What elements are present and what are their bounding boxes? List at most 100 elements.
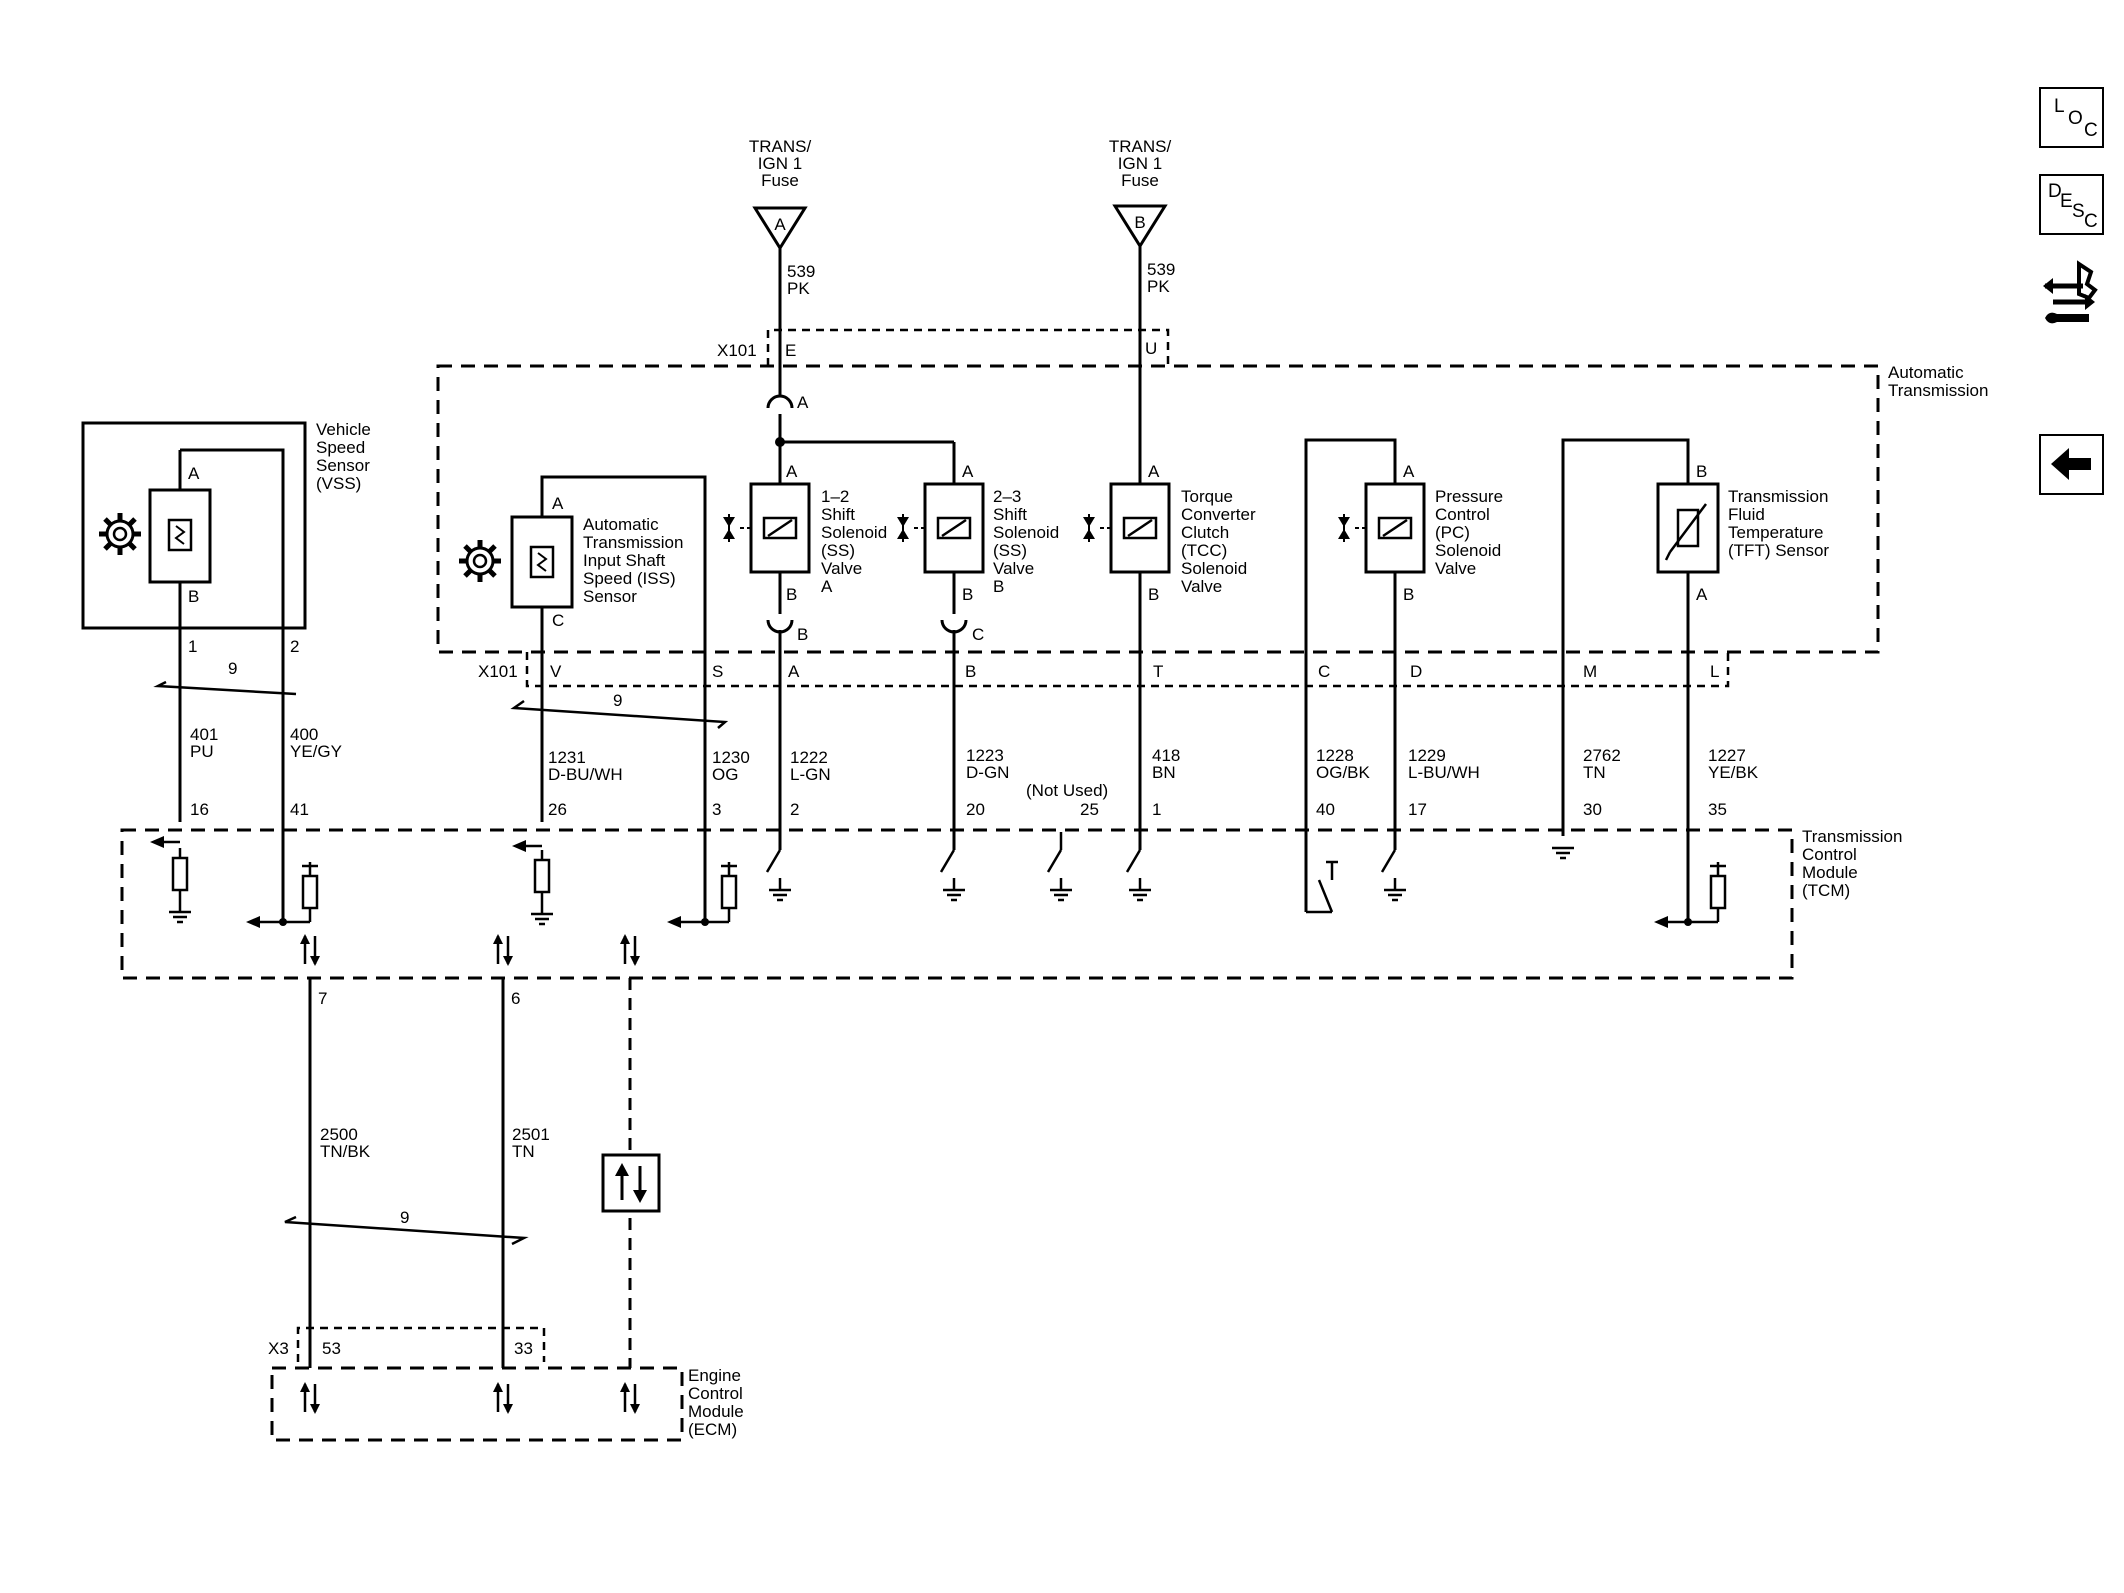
connector-pinout-button[interactable] (2039, 254, 2104, 324)
wire-notused-pin: 25 (1080, 800, 1099, 819)
tft-label-1: Transmission (1728, 487, 1828, 506)
tcm-label-1: Transmission (1802, 827, 1902, 846)
wire-1223-circuit: 1223 (966, 746, 1004, 765)
tcm-arrowheads (150, 836, 1668, 928)
tcc-label-3: Clutch (1181, 523, 1229, 542)
pc-pin-a: A (1403, 462, 1415, 481)
tcc-pin-a: A (1148, 462, 1160, 481)
desc-letter-s: S (2072, 201, 2085, 222)
wire-1223-pin: 20 (966, 800, 985, 819)
pc-pin-b: B (1403, 585, 1414, 604)
ss12-label-3: Solenoid (821, 523, 887, 542)
x101-pin-d: D (1410, 662, 1422, 681)
wire-2762-pin: 30 (1583, 800, 1602, 819)
ss12-label-2: Shift (821, 505, 855, 524)
location-button[interactable]: L O C (2039, 87, 2104, 148)
wire-400-circuit: 400 (290, 725, 318, 744)
vss-label-3: Sensor (316, 456, 370, 475)
wire-1231-pin: 26 (548, 800, 567, 819)
data-wires (308, 978, 632, 1368)
x101-pin-b: B (965, 662, 976, 681)
splice-dot (775, 437, 785, 447)
ss23-label-3: Solenoid (993, 523, 1059, 542)
iss-label-4: Speed (ISS) (583, 569, 676, 588)
input-shaft-speed-sensor: A C Automatic Transmission Input Shaft S… (459, 475, 707, 652)
desc-letter-d: D (2048, 181, 2062, 202)
description-button[interactable]: D E S C (2039, 174, 2104, 235)
x101-pin-v: V (550, 662, 562, 681)
ss23-label-5: Valve (993, 559, 1034, 578)
vss-label-2: Speed (316, 438, 365, 457)
pc-label-1: Pressure (1435, 487, 1503, 506)
tcm-boundary (120, 828, 1794, 980)
ss12-label-4: (SS) (821, 541, 855, 560)
vss-label-4: (VSS) (316, 474, 361, 493)
loc-letter-o: O (2068, 108, 2083, 129)
connector-pinout-icon (2043, 260, 2098, 324)
pc-label-2: Control (1435, 505, 1490, 524)
iss-pin-c: C (552, 611, 564, 630)
ecm-label-3: Module (688, 1402, 744, 1421)
loc-letter-l: L (2054, 96, 2065, 117)
wire-2500-circuit: 2500 (320, 1125, 358, 1144)
serial-data-icon (491, 1380, 515, 1416)
twist-label-vss: 9 (228, 659, 237, 678)
tft-label-3: Temperature (1728, 523, 1823, 542)
vss-pin-2: 2 (290, 637, 299, 656)
ss23-label-4: (SS) (993, 541, 1027, 560)
fluid-temperature-sensor: B A Transmission Fluid Temperature (TFT)… (1561, 438, 1829, 652)
wire-1231-circuit: 1231 (548, 748, 586, 767)
wire-418-pin: 1 (1152, 800, 1161, 819)
tcm-pin-6: 6 (511, 989, 520, 1008)
vss-pin-1: 1 (188, 637, 197, 656)
iss-label-5: Sensor (583, 587, 637, 606)
wire-2762-circuit: 2762 (1583, 746, 1621, 765)
x101-bottom-label: X101 (478, 662, 518, 681)
serial-data-icon (491, 932, 515, 968)
wire-418-circuit: 418 (1152, 746, 1180, 765)
fuse-b-line3: Fuse (1121, 171, 1159, 190)
vss-label-1: Vehicle (316, 420, 371, 439)
fuse-a-line3: Fuse (761, 171, 799, 190)
iss-label-3: Input Shaft (583, 551, 666, 570)
ss12-label-6: A (821, 577, 833, 596)
loc-letter-c: C (2084, 120, 2098, 141)
x101-top-label: X101 (717, 341, 757, 360)
fuse-a-circuit: 539 (787, 262, 815, 281)
tcm-internal-circuits (163, 832, 1727, 926)
serial-data-icon (298, 1380, 322, 1416)
wire-notused-label: (Not Used) (1026, 781, 1108, 800)
x101-pin-t: T (1153, 662, 1163, 681)
back-button[interactable] (2039, 434, 2104, 495)
ss12-pin-a: A (786, 462, 798, 481)
iss-label-1: Automatic (583, 515, 659, 534)
pc-label-5: Valve (1435, 559, 1476, 578)
ss12-label-5: Valve (821, 559, 862, 578)
tft-label-2: Fluid (1728, 505, 1765, 524)
tft-pin-b: B (1696, 462, 1707, 481)
x101-pin-c: C (1318, 662, 1330, 681)
wire-1222-circuit: 1222 (790, 748, 828, 767)
connector-x101-bottom: X101 V S A B T C D M L (478, 652, 1730, 688)
wire-401-color: PU (190, 742, 214, 761)
tft-pin-a: A (1696, 585, 1708, 604)
ss23-label-6: B (993, 577, 1004, 596)
x3-label: X3 (268, 1339, 289, 1358)
fuse-b-letter: B (1134, 213, 1145, 232)
ecm-label-1: Engine (688, 1366, 741, 1385)
connector-x101-top: X101 E U (717, 328, 1170, 366)
wire-2762-color: TN (1583, 763, 1606, 782)
ss23-pin-b: B (962, 585, 973, 604)
ecm-boundary (270, 1366, 684, 1442)
left-arrow-icon (2051, 448, 2091, 480)
x101-pin-s: S (712, 662, 723, 681)
twist-label-iss: 9 (613, 691, 622, 710)
wire-1230-pin: 3 (712, 800, 721, 819)
ss12-inline-pin-a: A (797, 393, 809, 412)
automatic-transmission-boundary (436, 364, 1880, 654)
wire-400-pin: 41 (290, 800, 309, 819)
gear-icon (459, 540, 501, 582)
vss-pin-b: B (188, 587, 199, 606)
ecm-label-2: Control (688, 1384, 743, 1403)
